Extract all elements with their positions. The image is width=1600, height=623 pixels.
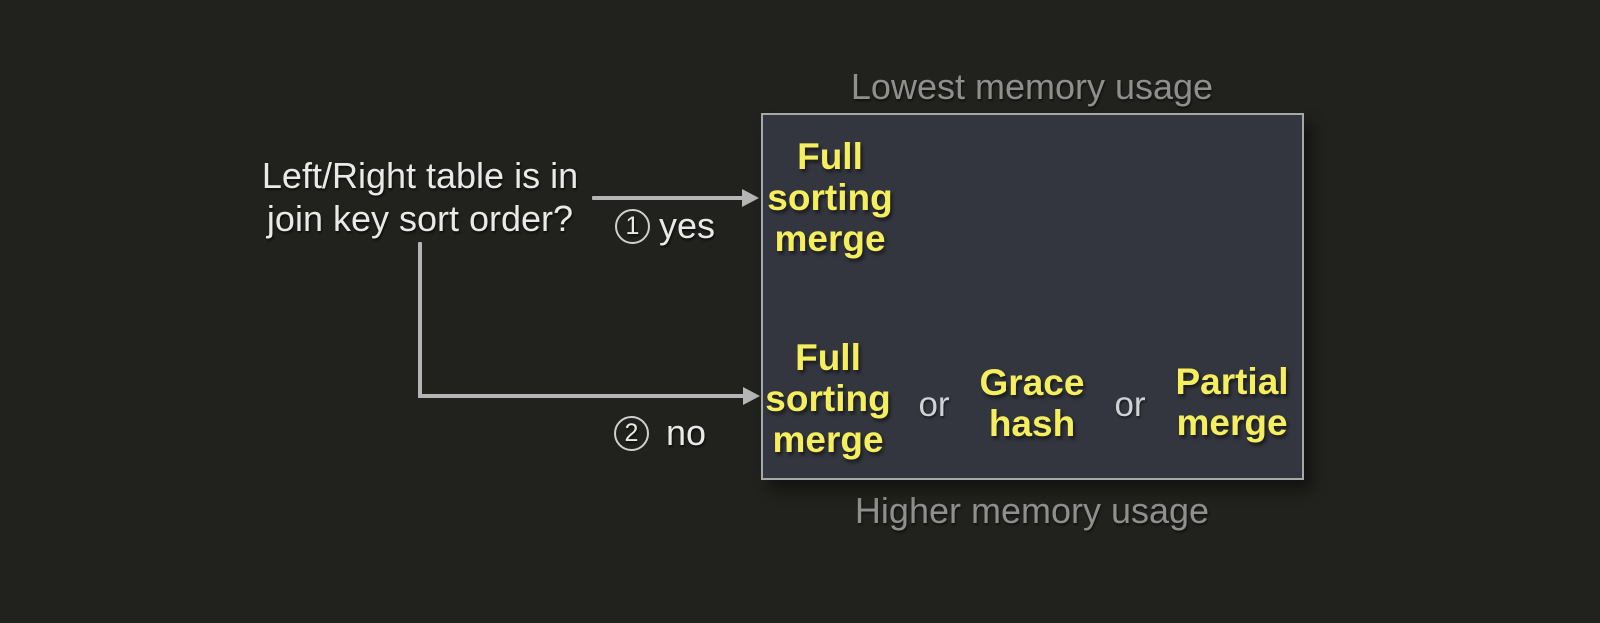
no-arrowhead-icon	[743, 387, 760, 405]
algo-line: Grace	[979, 362, 1085, 403]
no-connector-vertical	[418, 242, 422, 398]
circled-1-icon: 1	[615, 208, 650, 244]
algo-line: Full	[797, 136, 863, 177]
yes-arrowhead-icon	[742, 189, 759, 207]
or-separator-1: or	[918, 385, 950, 424]
question-line-2: join key sort order?	[266, 198, 574, 239]
algo-line: merge	[772, 419, 884, 460]
yes-branch-label: 1 yes	[615, 205, 715, 247]
yes-label: yes	[659, 205, 716, 246]
algo-partial-merge: Partial merge	[1152, 361, 1312, 443]
question-line-1: Left/Right table is in	[261, 155, 579, 196]
algo-full-sorting-merge-unsorted: Full sorting merge	[758, 337, 898, 460]
algo-line: hash	[988, 403, 1076, 444]
algo-line: Full	[795, 337, 861, 378]
algo-line: merge	[774, 218, 886, 259]
caption-higher-memory: Higher memory usage	[854, 490, 1210, 531]
or-separator-2: or	[1114, 385, 1146, 424]
algo-grace-hash: Grace hash	[952, 362, 1112, 444]
caption-lowest-memory: Lowest memory usage	[850, 66, 1214, 107]
algo-line: Partial	[1175, 361, 1289, 402]
algo-line: merge	[1176, 402, 1288, 443]
no-label: no	[666, 412, 707, 453]
yes-arrow-line	[592, 196, 743, 200]
algorithms-box	[761, 113, 1304, 480]
question-text: Left/Right table is in join key sort ord…	[230, 154, 610, 240]
algo-full-sorting-merge-sorted: Full sorting merge	[760, 136, 900, 259]
algo-line: sorting	[767, 177, 893, 218]
circled-2-icon: 2	[614, 415, 649, 451]
no-connector-horizontal	[418, 394, 744, 398]
algo-line: sorting	[765, 378, 891, 419]
no-branch-label: 2 no	[614, 412, 706, 454]
